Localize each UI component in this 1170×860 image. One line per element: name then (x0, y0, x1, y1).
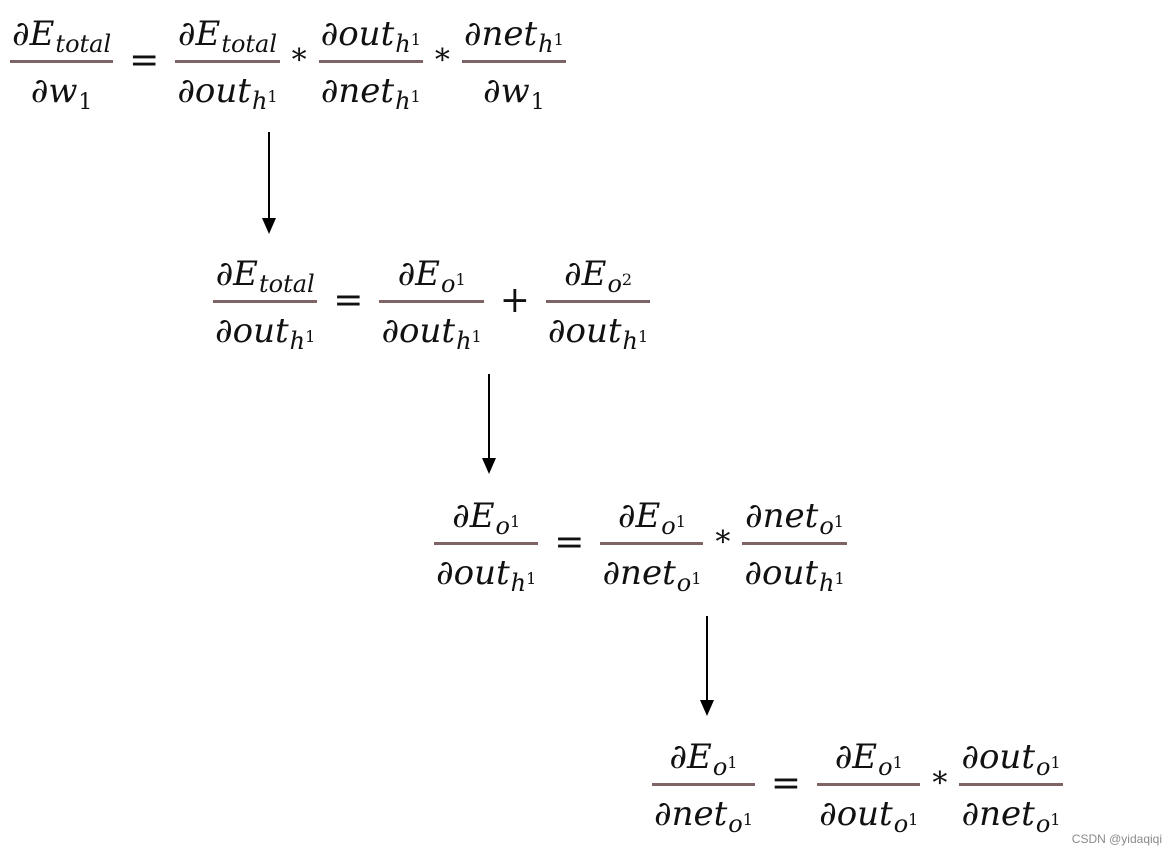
down-arrow-icon (262, 132, 276, 234)
equals-sign: = (554, 521, 585, 563)
plus-sign: + (499, 279, 530, 321)
fraction-bar (379, 300, 484, 303)
equals-sign: = (333, 279, 364, 321)
fraction-bar (652, 783, 755, 786)
arrow-head (262, 218, 276, 234)
arrow-shaft (706, 616, 708, 702)
multiply-sign: * (715, 524, 731, 560)
equals-sign: = (129, 39, 160, 81)
fraction-bar (817, 783, 921, 786)
multiply-sign: * (291, 42, 307, 78)
fraction-bar (318, 60, 423, 63)
down-arrow-icon (700, 616, 714, 716)
arrow-shaft (268, 132, 270, 220)
multiply-sign: * (434, 42, 450, 78)
fraction-bar (461, 60, 566, 63)
arrow-head (700, 700, 714, 716)
fraction-bar (742, 542, 847, 545)
fraction-bar (545, 300, 651, 303)
fraction-bar (959, 783, 1063, 786)
multiply-sign: * (932, 765, 948, 801)
down-arrow-icon (482, 374, 496, 474)
fraction-bar (434, 542, 539, 545)
arrow-shaft (488, 374, 490, 460)
arrow-head (482, 458, 496, 474)
fraction-bar (213, 300, 318, 303)
fraction-bar (175, 60, 280, 63)
equals-sign: = (770, 762, 802, 804)
watermark: CSDN @yidaqiqi (1071, 832, 1162, 846)
fraction-bar (10, 60, 114, 63)
fraction-bar (600, 542, 704, 545)
